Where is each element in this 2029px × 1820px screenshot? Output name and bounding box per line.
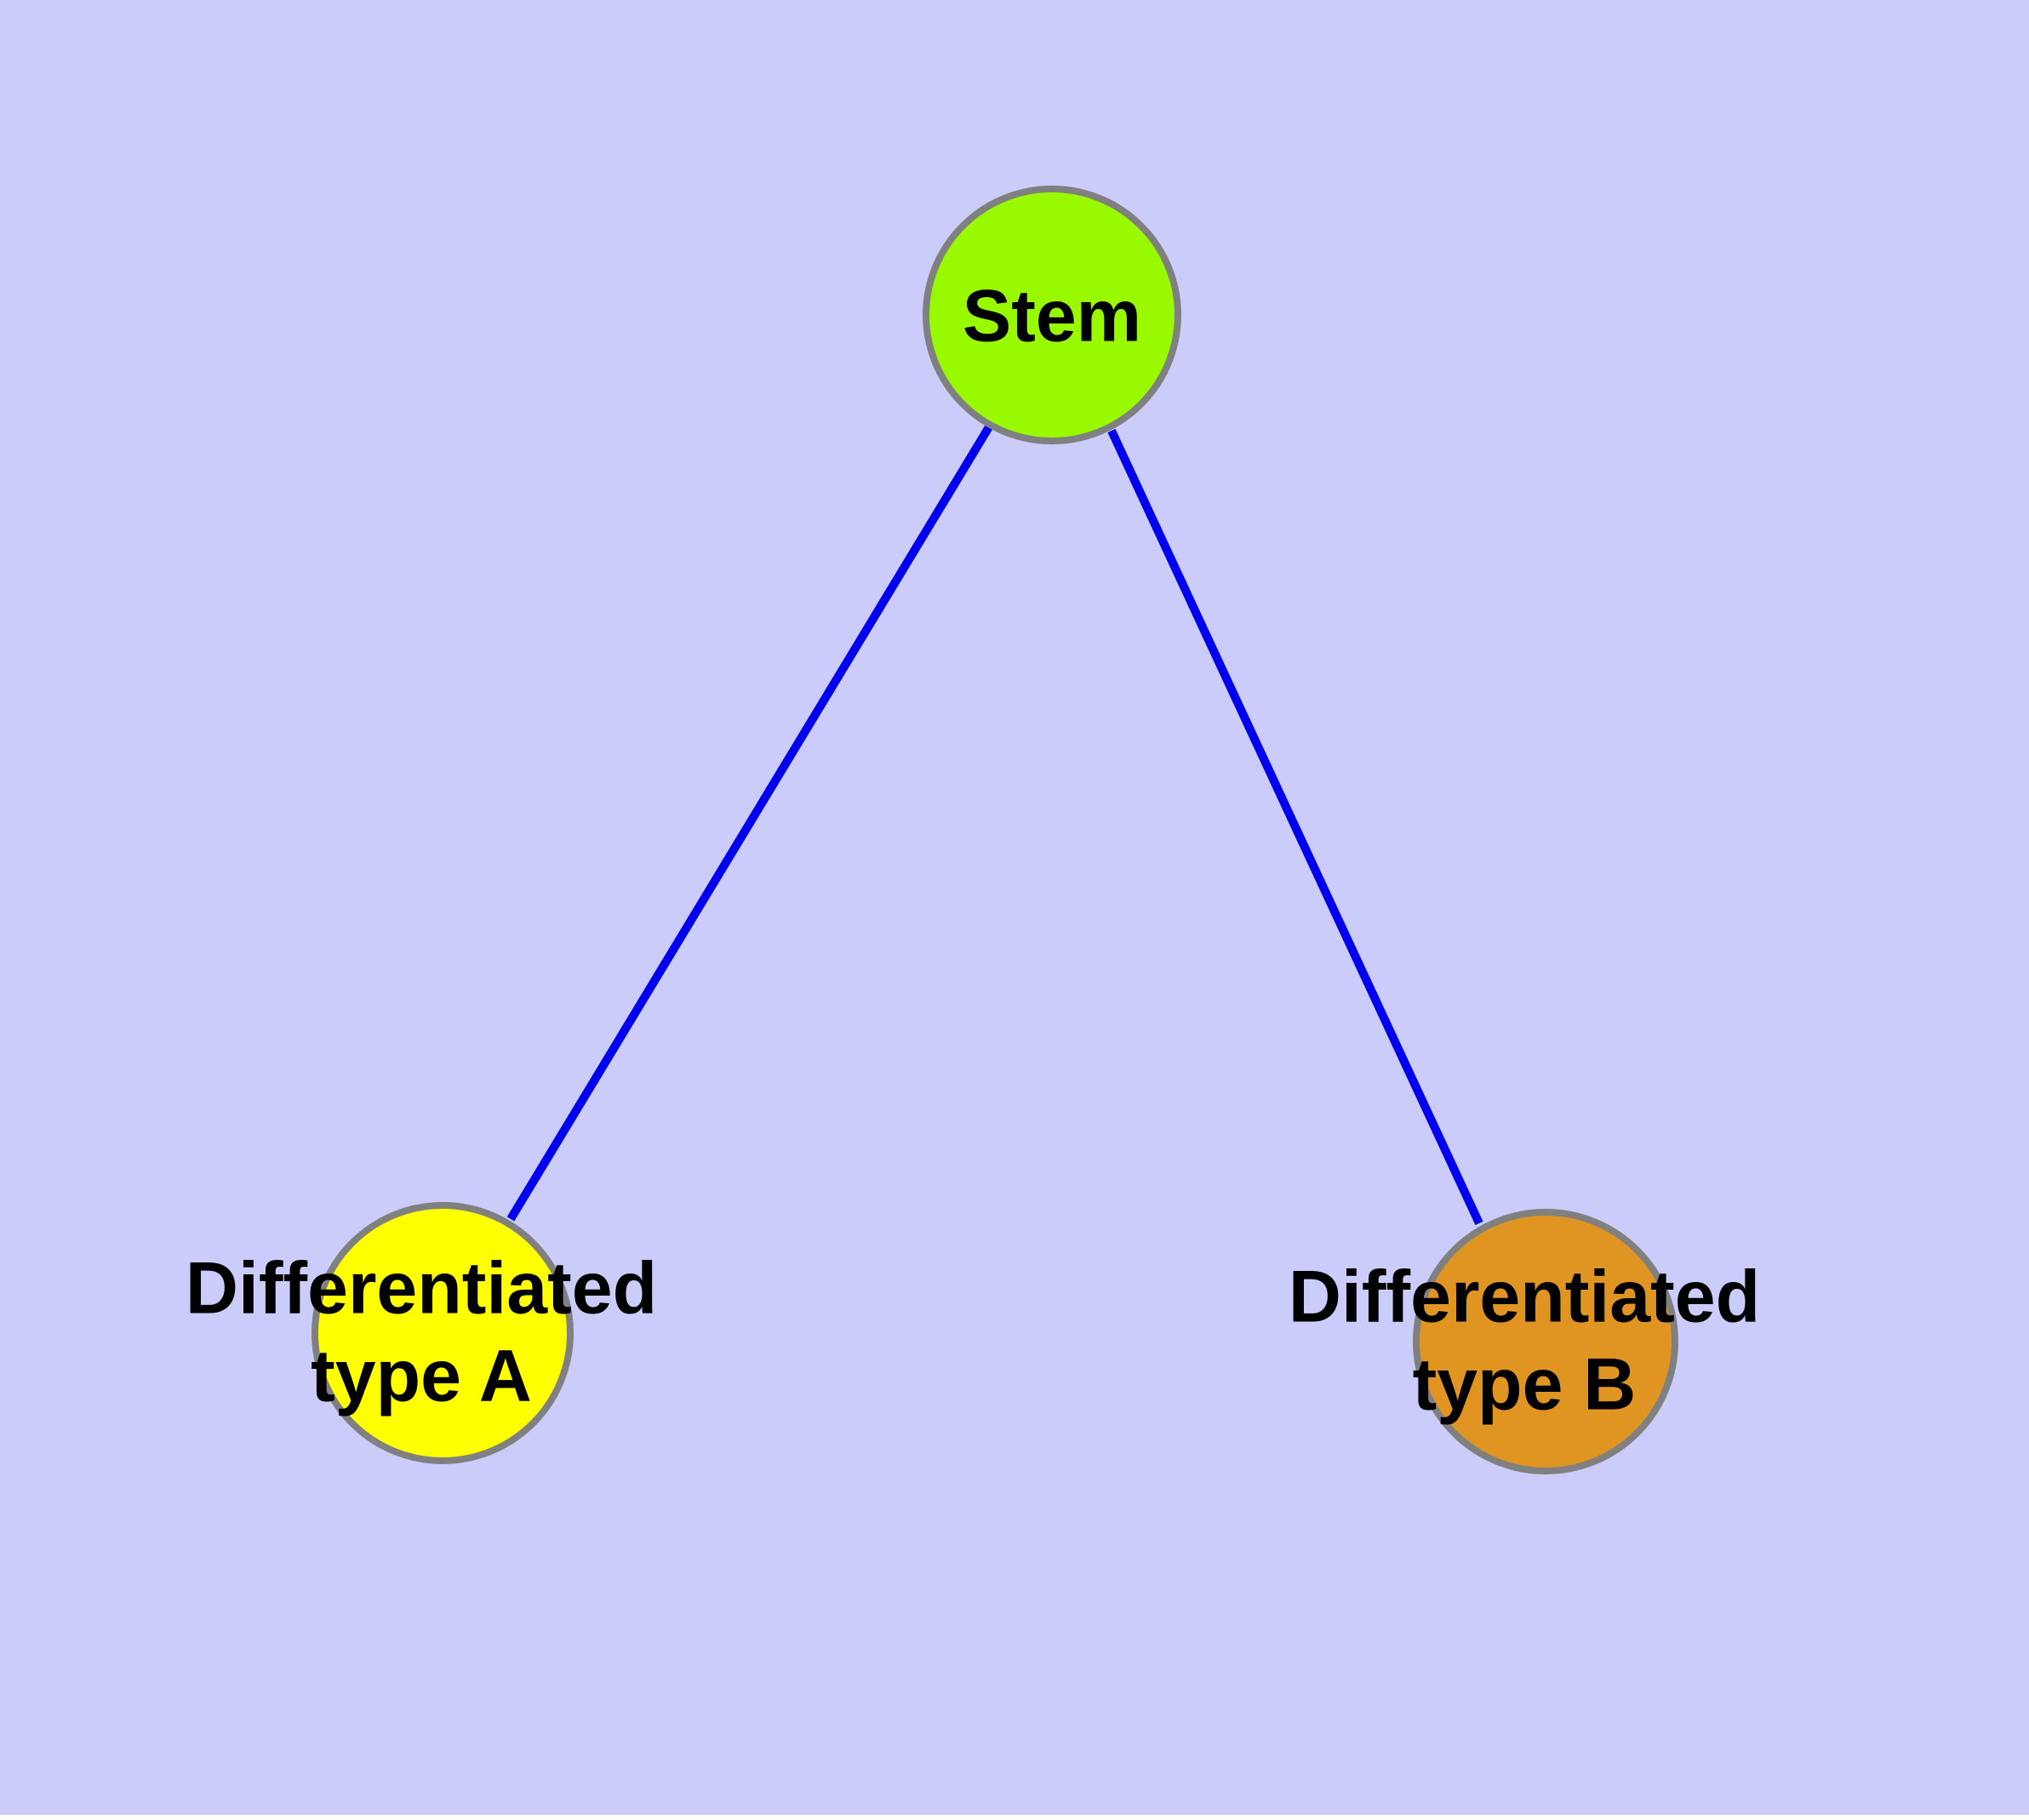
node-differentiated-type-a-label-line-1: Differentiated [186, 1248, 657, 1330]
node-differentiated-type-b-label-line-2: type B [1413, 1344, 1637, 1426]
node-differentiated-type-b-label-line-1: Differentiated [1289, 1256, 1760, 1338]
node-stem-label-line-1: Stem [963, 276, 1141, 358]
node-differentiated-type-a-label-line-2: type A [311, 1336, 532, 1417]
node-differentiated-type-b-circle[interactable] [1413, 1209, 1678, 1474]
label-layer: Differentiated type A Differentiated typ… [186, 1248, 1760, 1426]
edge-stem-to-type-b[interactable] [1107, 428, 1483, 1226]
node-stem-circle[interactable] [923, 186, 1181, 444]
edge-stem-to-type-a[interactable] [506, 423, 994, 1222]
edge-layer [506, 423, 1483, 1226]
node-differentiated-type-a-circle[interactable] [311, 1202, 574, 1464]
node-differentiated-type-a[interactable] [311, 1202, 574, 1464]
node-stem[interactable]: Stem [923, 186, 1181, 444]
node-differentiated-type-b[interactable] [1413, 1209, 1678, 1474]
